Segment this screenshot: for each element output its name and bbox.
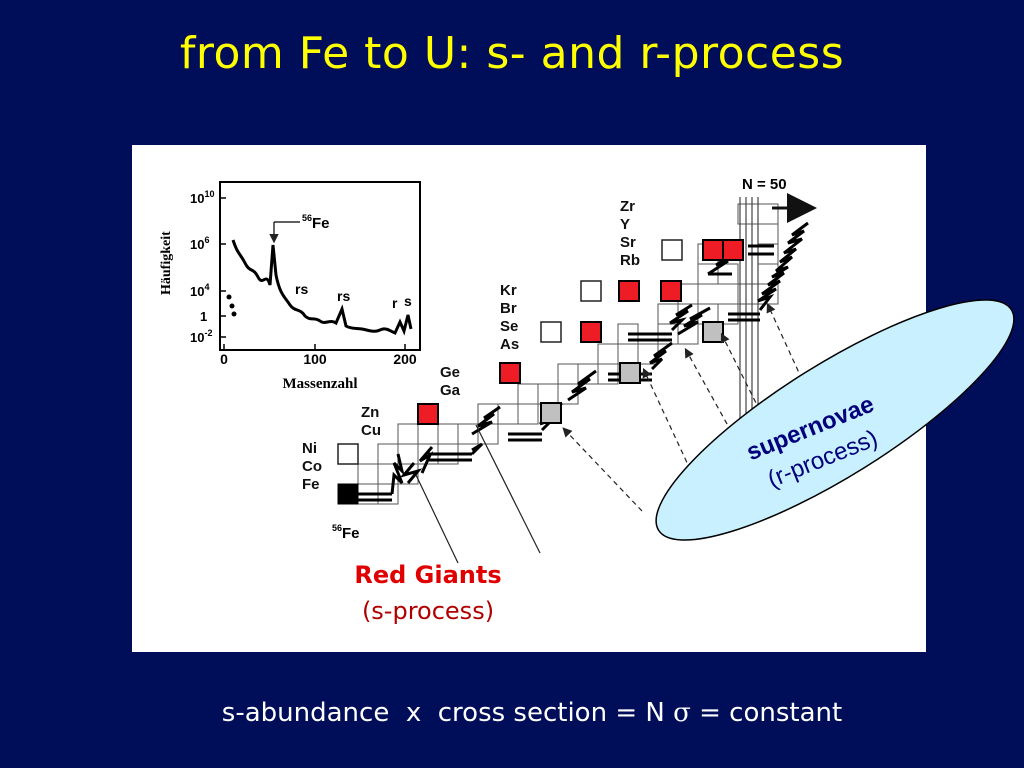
- s-node: [499, 362, 521, 384]
- element-label: Ge: [440, 364, 460, 381]
- element-label: Ga: [440, 382, 461, 399]
- abundance-formula: s-abundance x cross section = N σ = cons…: [0, 698, 1024, 728]
- ytick-label: 10-2: [190, 328, 212, 345]
- inset-annotation: rs: [295, 281, 308, 297]
- inset-annotation: s: [404, 293, 412, 309]
- element-label: Cu: [361, 422, 381, 439]
- inset-yticks: 1010 106 104 1 10-2: [190, 189, 214, 345]
- element-label: Sr: [620, 234, 636, 251]
- xtick-label: 200: [393, 351, 417, 367]
- s-node: [722, 239, 744, 261]
- inset-ylabel: Häufigkeit: [159, 231, 174, 295]
- fe56-seed-node: [337, 483, 359, 505]
- s-node: [660, 280, 682, 302]
- n50-label: N = 50: [742, 176, 787, 193]
- element-label: As: [500, 336, 519, 353]
- nucleosynthesis-figure: Häufigkeit 1010 106 104 1 10-2 0 100 200…: [132, 145, 926, 652]
- element-label: Br: [500, 300, 517, 317]
- fe56-label: 56Fe: [332, 523, 360, 542]
- element-label: Kr: [500, 282, 517, 299]
- ytick-label: 106: [190, 235, 209, 252]
- xtick-label: 0: [220, 351, 228, 367]
- inset-annotation: rs: [337, 288, 350, 304]
- abundance-curve: [231, 239, 413, 336]
- r-node: [619, 362, 641, 384]
- element-labels: Ni Co Fe Zn Cu Ge Ga Kr Br Se As Zr Y Sr…: [302, 198, 640, 493]
- formula-left: s-abundance x cross section = N: [221, 698, 674, 728]
- s-node: [702, 239, 724, 261]
- element-label: Fe: [302, 476, 320, 493]
- red-giants-title: Red Giants: [354, 561, 502, 589]
- element-label: Ni: [302, 440, 317, 457]
- inset-annotation: r: [392, 295, 398, 311]
- r-node: [540, 402, 562, 424]
- r-node: [702, 321, 724, 343]
- red-giants-label: Red Giants (s-process): [308, 557, 548, 629]
- ytick-label: 1: [200, 309, 207, 324]
- red-giants-subtitle: (s-process): [361, 597, 495, 625]
- formula-sigma: σ: [673, 698, 691, 728]
- inset-xlabel: Massenzahl: [283, 376, 358, 392]
- s-node: [417, 403, 439, 425]
- slide-title: from Fe to U: s- and r-process: [179, 28, 845, 79]
- ytick-label: 104: [190, 282, 209, 299]
- element-label: Se: [500, 318, 518, 335]
- s-node: [580, 321, 602, 343]
- xtick-label: 100: [303, 351, 327, 367]
- ytick-label: 1010: [190, 189, 214, 206]
- element-label: Zr: [620, 198, 635, 215]
- unstable-boxes: [337, 239, 683, 465]
- formula-right: = constant: [690, 698, 843, 728]
- inset-fe-peak-label: 56Fe: [302, 213, 330, 232]
- s-node: [618, 280, 640, 302]
- element-label: Co: [302, 458, 322, 475]
- element-label: Rb: [620, 252, 640, 269]
- element-label: Zn: [361, 404, 379, 421]
- abundance-inset-plot: Häufigkeit 1010 106 104 1 10-2 0 100 200…: [159, 181, 421, 392]
- element-label: Y: [620, 216, 630, 233]
- inset-frame: [219, 181, 421, 351]
